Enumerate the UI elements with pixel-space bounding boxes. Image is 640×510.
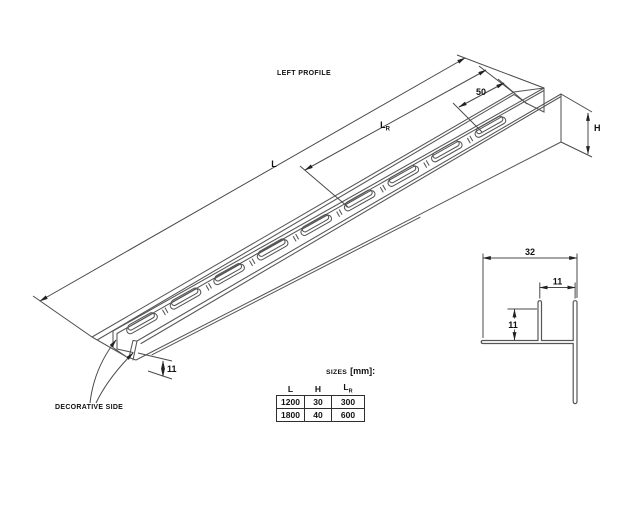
dim-label-L: L bbox=[271, 159, 277, 169]
dim-label-11-end: 11 bbox=[167, 364, 177, 374]
left-profile-label: LEFT PROFILE bbox=[277, 70, 331, 77]
column-header-LR: LR bbox=[343, 382, 353, 395]
dimension-slotted-length-LR: LR bbox=[299, 65, 515, 208]
sizes-caption: SIZES [mm]: bbox=[326, 366, 375, 376]
dimension-section-width-32: 32 bbox=[482, 247, 578, 338]
column-header-H: H bbox=[314, 383, 322, 394]
dim-label-50: 50 bbox=[476, 87, 486, 97]
dim-label-H: H bbox=[594, 123, 601, 133]
dimension-end-wall-11: 11 bbox=[137, 352, 177, 380]
sizes-table-row-1: 1200 30 300 bbox=[276, 395, 365, 409]
dim-label-11-groove-width: 11 bbox=[553, 277, 563, 287]
dim-label-11-groove-depth: 11 bbox=[508, 320, 518, 330]
cell-H-1: 30 bbox=[304, 395, 332, 409]
groove-far-wall-top-edge bbox=[112, 87, 545, 332]
sizes-table-header-row: L H LR bbox=[277, 382, 365, 396]
dimension-slot-pitch-50: 50 bbox=[452, 78, 528, 133]
flange-tip-edge bbox=[91, 91, 515, 338]
drainage-slots bbox=[126, 115, 507, 335]
cross-section-view: 32 11 11 bbox=[480, 247, 578, 405]
cross-section-outline bbox=[480, 300, 578, 405]
dimension-height-H: H bbox=[560, 93, 601, 158]
sizes-table: L H LR 1200 30 300 1800 40 600 bbox=[276, 382, 365, 422]
column-header-L: L bbox=[287, 383, 294, 394]
dimension-groove-width-11: 11 bbox=[539, 277, 576, 299]
cell-LR-2: 600 bbox=[331, 408, 365, 422]
front-wall-top-edge-thickness bbox=[140, 95, 562, 345]
cell-L-2: 1800 bbox=[276, 408, 305, 422]
dimension-total-length-L: L bbox=[32, 54, 545, 338]
cell-H-2: 40 bbox=[304, 408, 332, 422]
sizes-caption-unit: [mm]: bbox=[350, 366, 376, 376]
front-wall-bottom-edge bbox=[135, 141, 562, 361]
decorative-side-label: DECORATIVE SIDE bbox=[55, 404, 124, 411]
flange-tip-edge-thickness bbox=[97, 93, 515, 341]
dim-label-LR: LR bbox=[380, 120, 391, 133]
sizes-caption-word: SIZES bbox=[326, 369, 348, 376]
decorative-side-leaders bbox=[89, 339, 134, 404]
groove-far-wall-right-end bbox=[526, 87, 545, 113]
dim-label-32: 32 bbox=[525, 247, 535, 257]
dimension-groove-depth-11: 11 bbox=[505, 308, 537, 341]
cell-LR-1: 300 bbox=[331, 395, 365, 409]
sizes-table-row-2: 1800 40 600 bbox=[276, 408, 365, 422]
front-wall-top-edge bbox=[136, 93, 562, 342]
isometric-profile-view bbox=[91, 87, 562, 361]
cell-L-1: 1200 bbox=[276, 395, 305, 409]
